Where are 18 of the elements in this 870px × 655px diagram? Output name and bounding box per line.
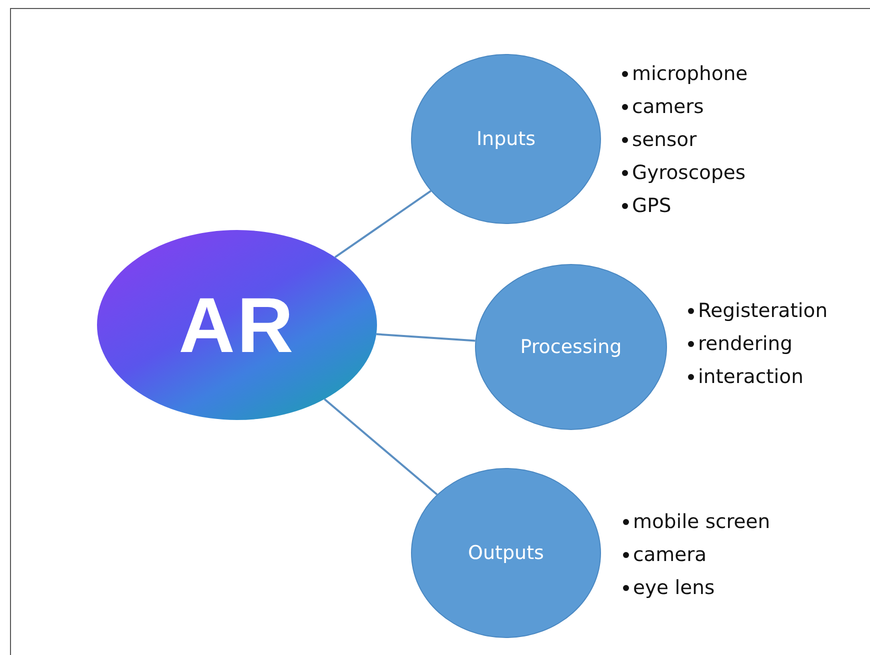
connector-line — [324, 398, 438, 496]
bullet-item: GPS — [622, 189, 748, 222]
title-text: AR — [178, 280, 296, 370]
bullet-item: rendering — [688, 327, 828, 360]
bullet-item: mobile screen — [623, 505, 770, 538]
bullet-item: camers — [622, 90, 748, 123]
bullet-item: sensor — [622, 123, 748, 156]
category-label: Processing — [520, 336, 622, 358]
bullet-item: Gyroscopes — [622, 156, 748, 189]
category-label: Inputs — [476, 128, 536, 150]
bullet-item: camera — [623, 538, 770, 571]
connector-line — [334, 190, 432, 258]
bullet-item: interaction — [688, 360, 828, 393]
bullet-item: microphone — [622, 57, 748, 90]
category-label: Outputs — [468, 542, 544, 564]
connector-line — [376, 333, 476, 342]
bullet-item: eye lens — [623, 571, 770, 604]
bullet-item: Registeration — [688, 294, 828, 327]
